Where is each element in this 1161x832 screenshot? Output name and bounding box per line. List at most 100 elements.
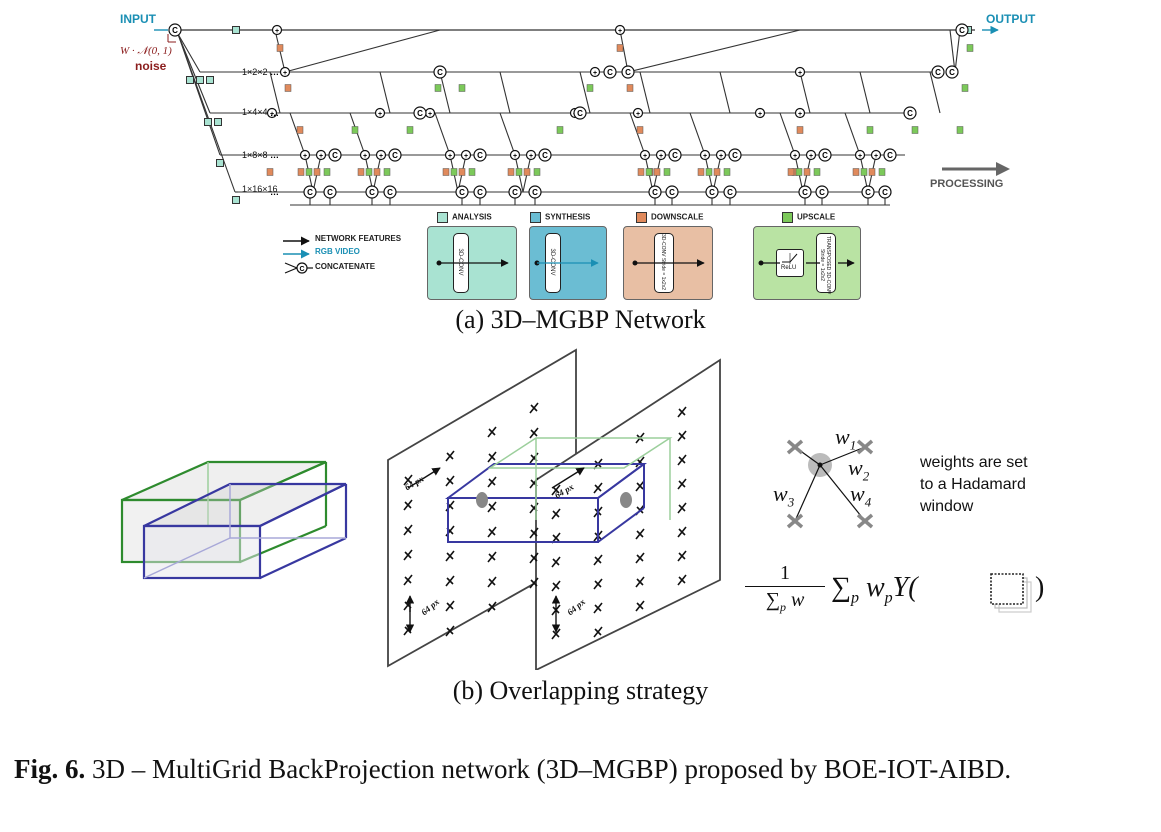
- concat-node-row2-c: [903, 106, 917, 120]
- grid-cross-38: [677, 430, 687, 442]
- concat-node-row3-6: [818, 148, 832, 162]
- analysis-square-0: [232, 26, 240, 34]
- grid-cross-27: [529, 552, 539, 564]
- rgb-video-arrow-icon: [283, 249, 310, 259]
- relu-label: ReLU: [781, 265, 797, 271]
- concat-node-row4-1: [323, 185, 337, 199]
- sum-node-row3b-6: [805, 149, 817, 161]
- sum-node-row1-0: [279, 66, 291, 78]
- grid-cross-52: [593, 578, 603, 590]
- sum-node-row3b-5: [715, 149, 727, 161]
- svg-text:C: C: [882, 188, 888, 197]
- upscale-arrow-icon: [758, 259, 855, 267]
- aggregation-formula: 1 ∑p w ∑p wpY( ): [745, 560, 1065, 630]
- svg-text:+: +: [464, 153, 468, 160]
- sum-node-row3-2: [444, 149, 456, 161]
- figure-text: 3D – MultiGrid BackProjection network (3…: [85, 754, 1012, 784]
- weight-w2: w2: [848, 455, 870, 484]
- weights-note: weights are set to a Hadamard window: [920, 454, 1028, 515]
- upscale-title: UPSCALE: [782, 212, 835, 223]
- sum-node-row3b-0: [315, 149, 327, 161]
- concat-node-row4-8: [648, 185, 662, 199]
- sum-node-row3b-7: [870, 149, 882, 161]
- upscale-chip-r7: [860, 168, 868, 176]
- upscale-chip-7: [961, 84, 969, 92]
- overlap-boxes-illustration: [120, 460, 348, 580]
- concat-node-row4-12: [798, 185, 812, 199]
- grid-cross-7: [529, 427, 539, 439]
- grid-cross-16: [403, 574, 413, 586]
- upscale-chip-r1: [365, 168, 373, 176]
- legend-rgb-video: RGB VIDEO: [315, 247, 360, 256]
- scale-label-4: 1×4×4: [242, 107, 268, 117]
- downscale-chip-b2: [636, 126, 644, 134]
- upscale-chip-r2: [450, 168, 458, 176]
- grid-cross-53: [635, 552, 645, 564]
- svg-text:C: C: [822, 151, 828, 160]
- svg-text:C: C: [392, 151, 398, 160]
- sum-node-row2-6: [794, 107, 806, 119]
- grid-cross-8: [403, 524, 413, 536]
- downscale-chip-icon: [636, 212, 647, 223]
- grid-cross-22: [487, 551, 497, 563]
- grid-cross-61: [677, 574, 687, 586]
- figure-label: Fig. 6.: [14, 754, 86, 784]
- input-label: INPUT: [120, 12, 156, 26]
- synthesis-title: SYNTHESIS: [530, 212, 590, 223]
- svg-text:C: C: [887, 151, 893, 160]
- svg-text:C: C: [532, 188, 538, 197]
- grid-cross-57: [635, 576, 645, 588]
- svg-text:+: +: [703, 153, 707, 160]
- grid-cross-47: [551, 580, 561, 592]
- caption-a: (a) 3D–MGBP Network: [455, 305, 706, 334]
- downscale-chip-1: [284, 84, 292, 92]
- grid-cross-36: [593, 482, 603, 494]
- upscale-chip-9: [866, 126, 874, 134]
- downscale-chip-r1: [357, 168, 365, 176]
- svg-text:+: +: [319, 153, 323, 160]
- concat-node-row4-2: [365, 185, 379, 199]
- ellipsis-0: …: [270, 67, 279, 77]
- svg-text:C: C: [652, 188, 658, 197]
- svg-text:+: +: [636, 111, 640, 118]
- svg-text:C: C: [865, 188, 871, 197]
- grid-cross-2: [487, 426, 497, 438]
- downscale-chip-b0: [616, 44, 624, 52]
- analysis-square-3: [206, 76, 214, 84]
- sum-node-row3-1: [359, 149, 371, 161]
- analysis-block: 3D-CONV: [427, 226, 517, 300]
- grid-cross-54: [677, 526, 687, 538]
- sum-node-row3-3: [509, 149, 521, 161]
- output-label: OUTPUT: [986, 12, 1036, 26]
- downscale-chip-b4: [796, 126, 804, 134]
- svg-text:+: +: [270, 111, 274, 118]
- formula-fraction: 1 ∑p w: [745, 560, 825, 620]
- downscale-chip-3: [266, 168, 274, 176]
- concat-node-row3-5: [728, 148, 742, 162]
- analysis-title: ANALYSIS: [437, 212, 492, 223]
- upscale-chip-r5: [705, 168, 713, 176]
- downscale-chip-r6: [787, 168, 795, 176]
- svg-text:C: C: [369, 188, 375, 197]
- sum-node-row3b-2: [460, 149, 472, 161]
- grid-cross-49: [635, 528, 645, 540]
- grid-cross-17: [445, 550, 455, 562]
- weight-w3: w3: [773, 481, 795, 510]
- analysis-square-4: [204, 118, 212, 126]
- relu-graph-icon: [782, 253, 798, 264]
- weight-w1: w1: [835, 424, 857, 453]
- svg-text:C: C: [732, 151, 738, 160]
- grid-cross-28: [445, 625, 455, 637]
- legend-concatenate: CONCATENATE: [315, 262, 376, 271]
- grid-cross-25: [445, 600, 455, 612]
- concat-node-row1-a: [603, 65, 617, 79]
- upscale-chip-s7: [878, 168, 886, 176]
- sum-node-row3-7: [854, 149, 866, 161]
- grid-cross-35: [551, 508, 561, 520]
- concat-node-row2-b: [573, 106, 587, 120]
- analysis-square-6: [216, 159, 224, 167]
- svg-text:+: +: [283, 70, 287, 77]
- synthesis-block: 3D-CONV: [529, 226, 607, 300]
- concat-node-row2-a: [413, 106, 427, 120]
- downscale-chip-2: [296, 126, 304, 134]
